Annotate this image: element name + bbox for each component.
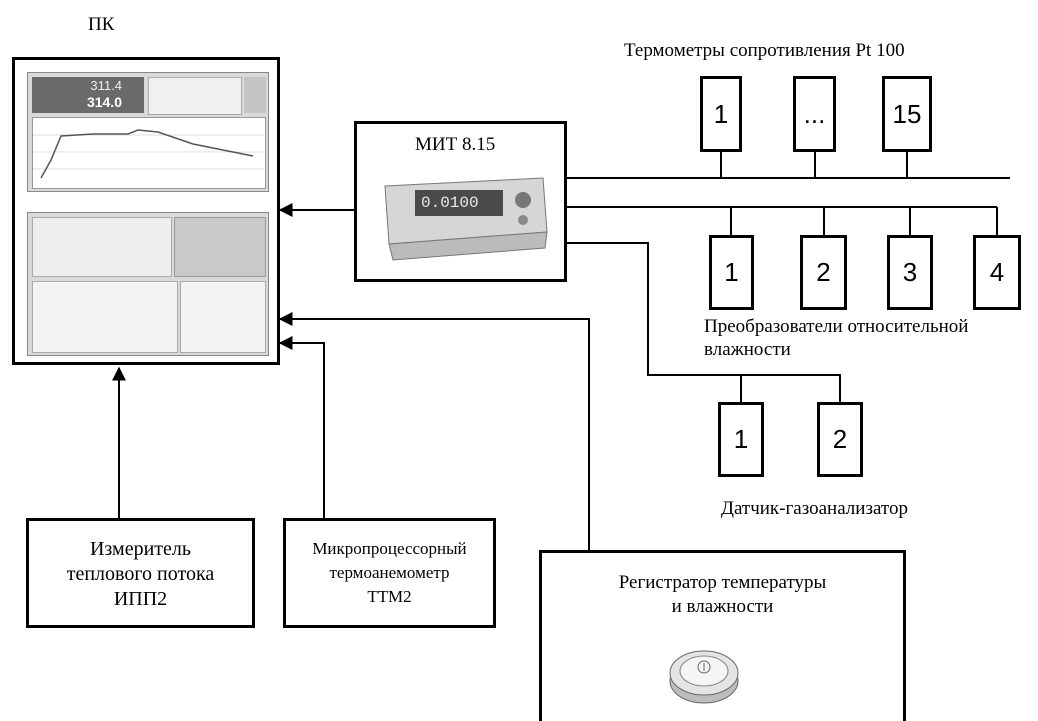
humidity-box-4: 4 [973,235,1021,310]
events-table [180,281,266,353]
thermometers-title: Термометры сопротивления Pt 100 [624,40,905,61]
mit-box: МИТ 8.15 0.0100 [354,121,567,282]
humidity-title-line2: влажности [704,339,791,360]
logger-device-image [669,650,739,704]
value-display: 311.4 314.0 [32,77,144,113]
parameters-panel [32,217,172,277]
anemometer-line1: Микропроцессорный [312,539,467,558]
logger-box: Регистратор температуры и влажности [539,550,906,721]
arrow-logger-to-pc [278,312,590,550]
gas-bus [567,242,841,402]
humidity-box-2: 2 [800,235,847,310]
thermometer-box-15: 15 [882,76,932,152]
heat-flux-line1: Измеритель [89,538,191,560]
status-panel [174,217,266,277]
thermometer-box-1: 1 [700,76,742,152]
heat-flux-line3: ИПП2 [113,588,168,610]
arrow-anemometer-to-pc [278,336,325,518]
gas-title: Датчик-газоанализатор [721,498,908,519]
trend-curve [33,129,263,179]
trend-plot [32,117,266,189]
pc-screen-parameters [27,212,269,356]
value-2: 314.0 [86,94,122,110]
pc-screen-trend: 311.4 314.0 [27,72,269,192]
thermometer-box-ellipsis: ... [793,76,836,152]
pc-label: ПК [88,14,115,35]
value-1: 311.4 [90,78,122,93]
humidity-box-3: 3 [887,235,933,310]
channels-table [32,281,178,353]
control-buttons [244,77,266,113]
gas-box-1: 1 [718,402,764,477]
anemometer-box: Микропроцессорный термоанемометр ТТМ2 [283,518,496,628]
anemometer-line2: термоанемометр [329,563,450,582]
data-table [148,77,242,115]
humidity-title-line1: Преобразователи относительной [704,316,969,337]
mit-display-value: 0.0100 [421,194,479,212]
heat-flux-line2: теплового потока [66,563,215,585]
mit-label: МИТ 8.15 [415,134,496,155]
gas-box-2: 2 [817,402,863,477]
pc-box: 311.4 314.0 [12,57,280,365]
heat-flux-box: Измеритель теплового потока ИПП2 [26,518,255,628]
humidity-box-1: 1 [709,235,754,310]
logger-line2: и влажности [671,596,774,617]
anemometer-line3: ТТМ2 [367,587,412,606]
logger-line1: Регистратор температуры [618,572,827,593]
mit-device-image [384,177,548,261]
